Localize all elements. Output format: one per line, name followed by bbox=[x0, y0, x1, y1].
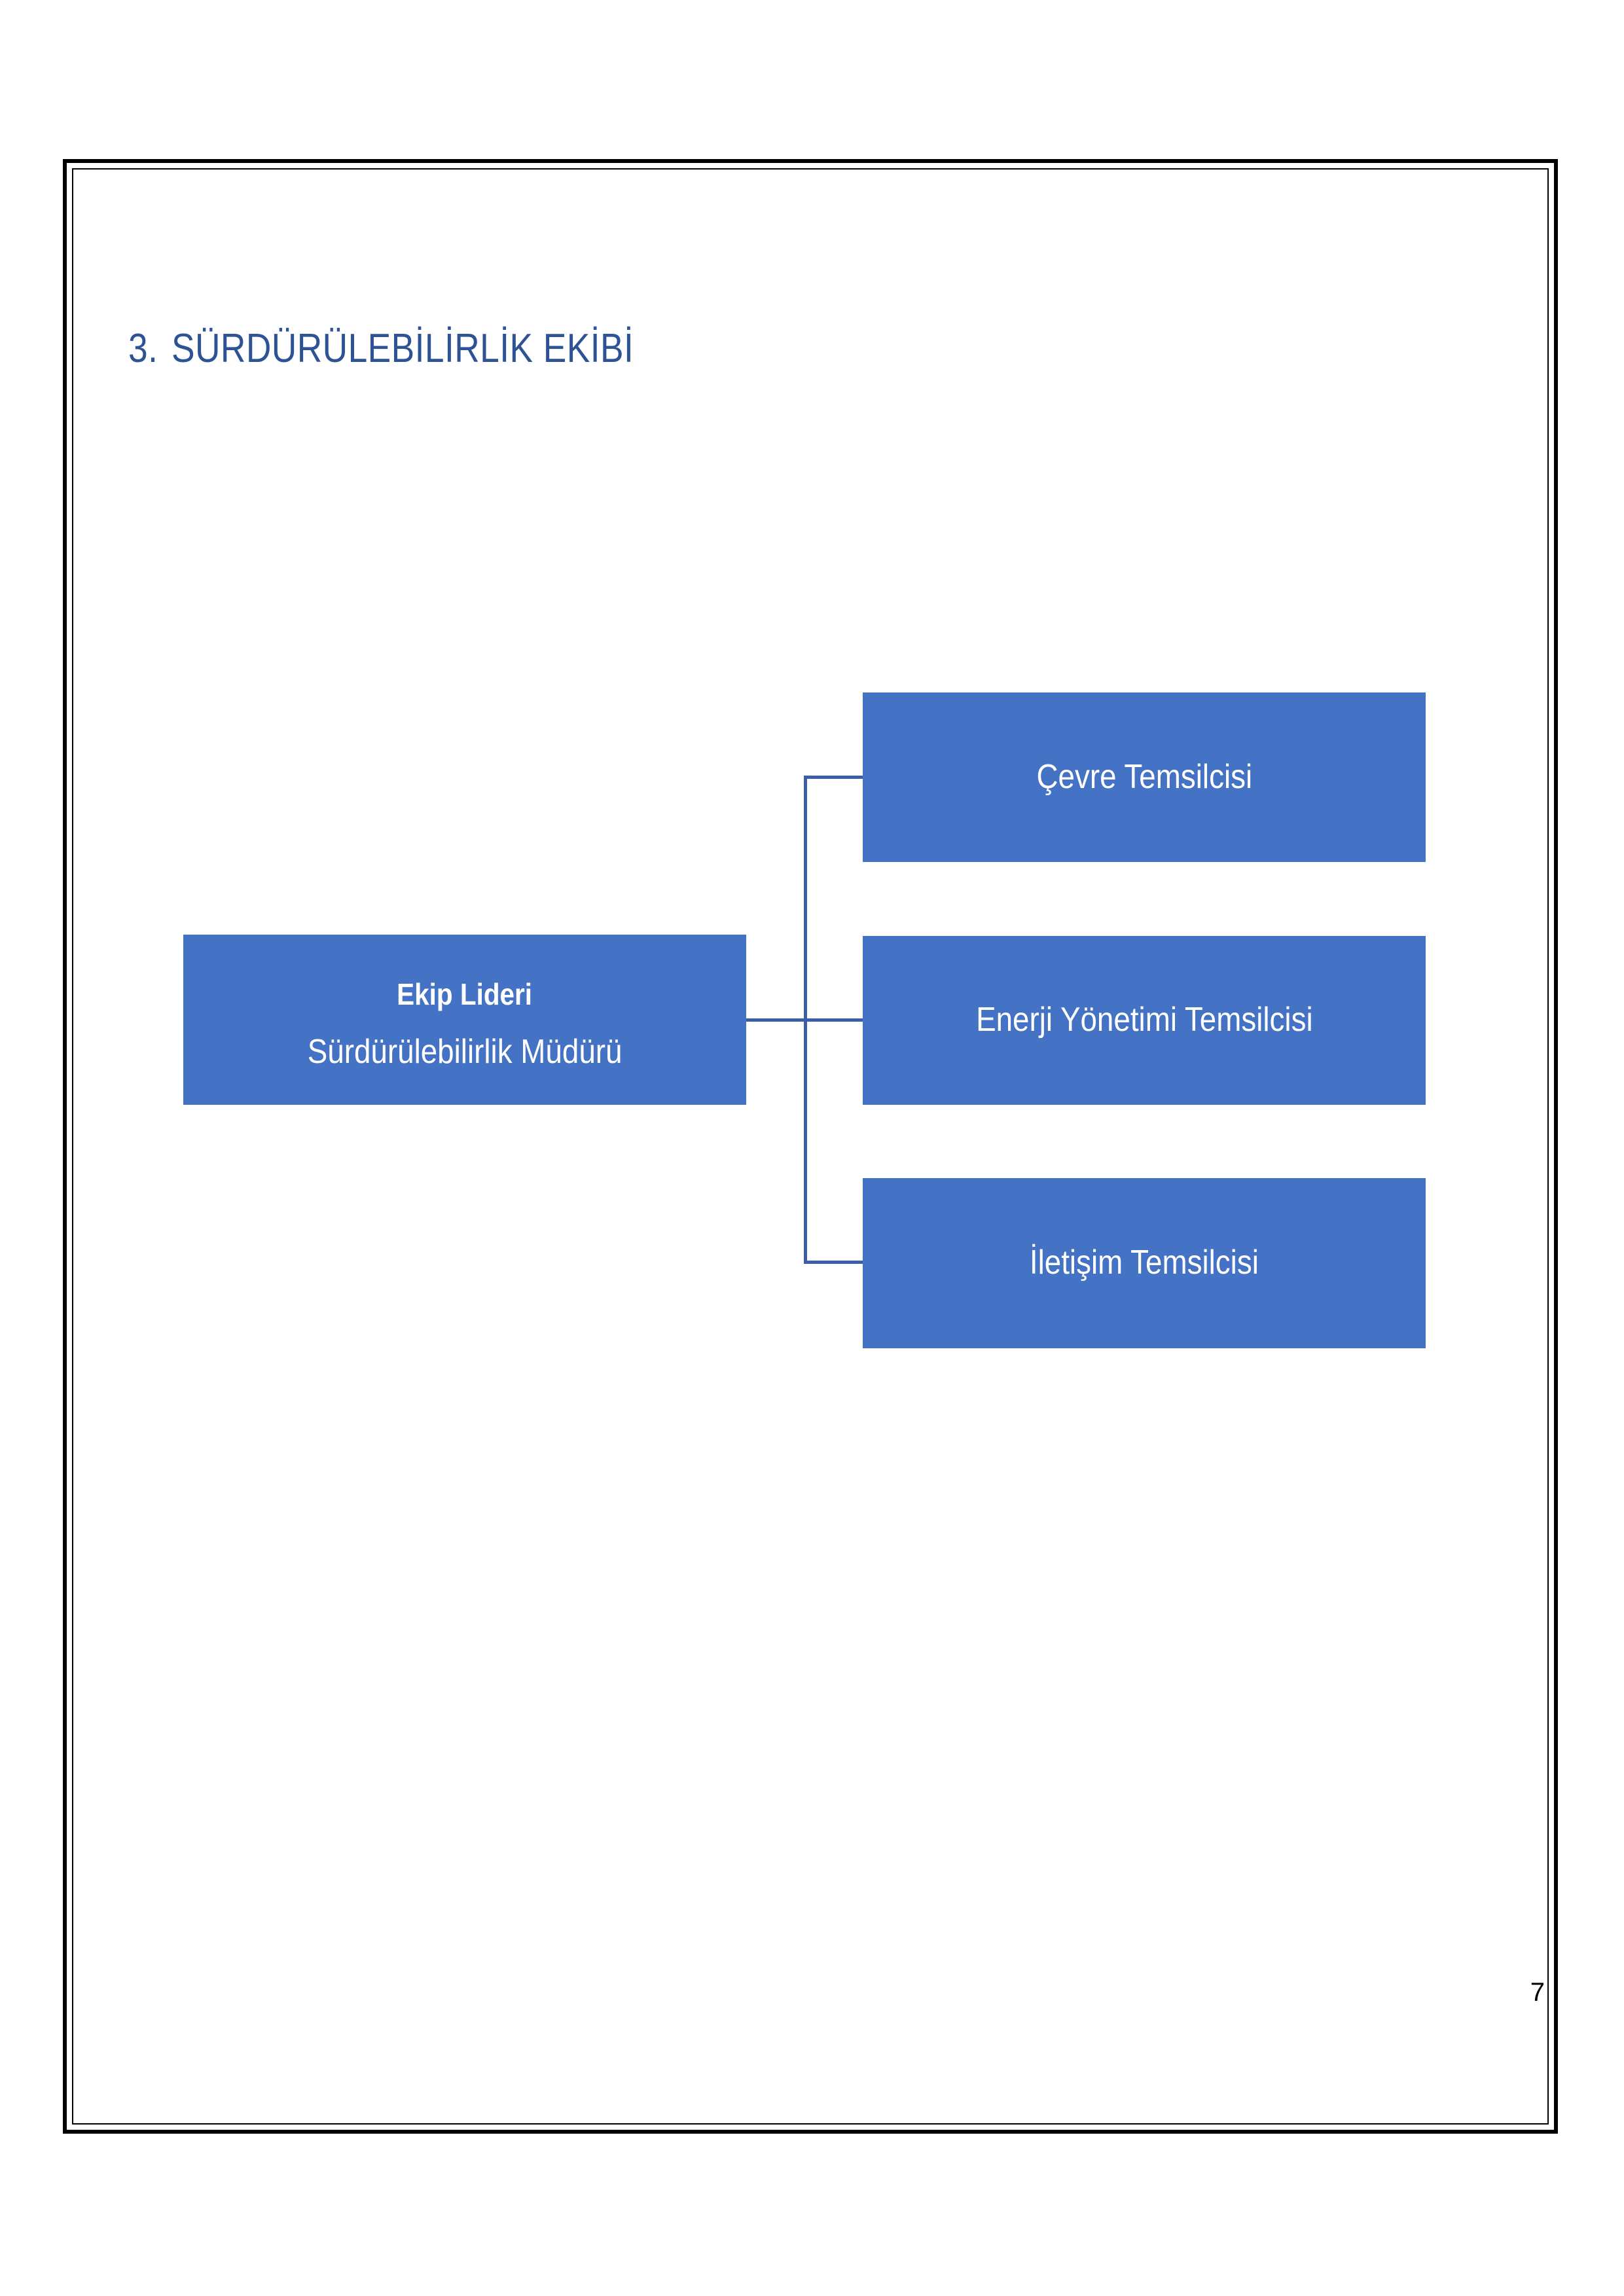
org-node-leader-title: Ekip Lideri bbox=[397, 977, 533, 1012]
connector-stub-cevre bbox=[804, 776, 864, 779]
connector-leader-to-spine bbox=[746, 1018, 806, 1022]
org-node-leader[interactable]: Ekip Lideri Sürdürülebilirlik Müdürü bbox=[183, 935, 746, 1105]
org-node-iletisim-label: İletişim Temsilcisi bbox=[1029, 1244, 1259, 1282]
connector-stub-iletisim bbox=[804, 1261, 864, 1264]
org-node-enerji-label: Enerji Yönetimi Temsilcisi bbox=[975, 1001, 1313, 1039]
page-border bbox=[63, 159, 1558, 2134]
section-title-text: SÜRDÜRÜLEBİLİRLİK EKİBİ bbox=[171, 326, 634, 371]
page-number: 7 bbox=[1530, 1978, 1545, 2007]
org-node-cevre-temsilcisi[interactable]: Çevre Temsilcisi bbox=[863, 692, 1426, 862]
org-node-cevre-label: Çevre Temsilcisi bbox=[1036, 757, 1252, 796]
page-title: 3. SÜRDÜRÜLEBİLİRLİK EKİBİ bbox=[128, 325, 634, 372]
page-border-inner-rule bbox=[72, 168, 1549, 2125]
org-node-leader-subtitle: Sürdürülebilirlik Müdürü bbox=[307, 1032, 623, 1071]
section-number: 3. bbox=[128, 326, 158, 371]
org-node-iletisim-temsilcisi[interactable]: İletişim Temsilcisi bbox=[863, 1178, 1426, 1348]
connector-stub-enerji bbox=[804, 1018, 864, 1022]
org-node-enerji-yonetimi-temsilcisi[interactable]: Enerji Yönetimi Temsilcisi bbox=[863, 936, 1426, 1105]
